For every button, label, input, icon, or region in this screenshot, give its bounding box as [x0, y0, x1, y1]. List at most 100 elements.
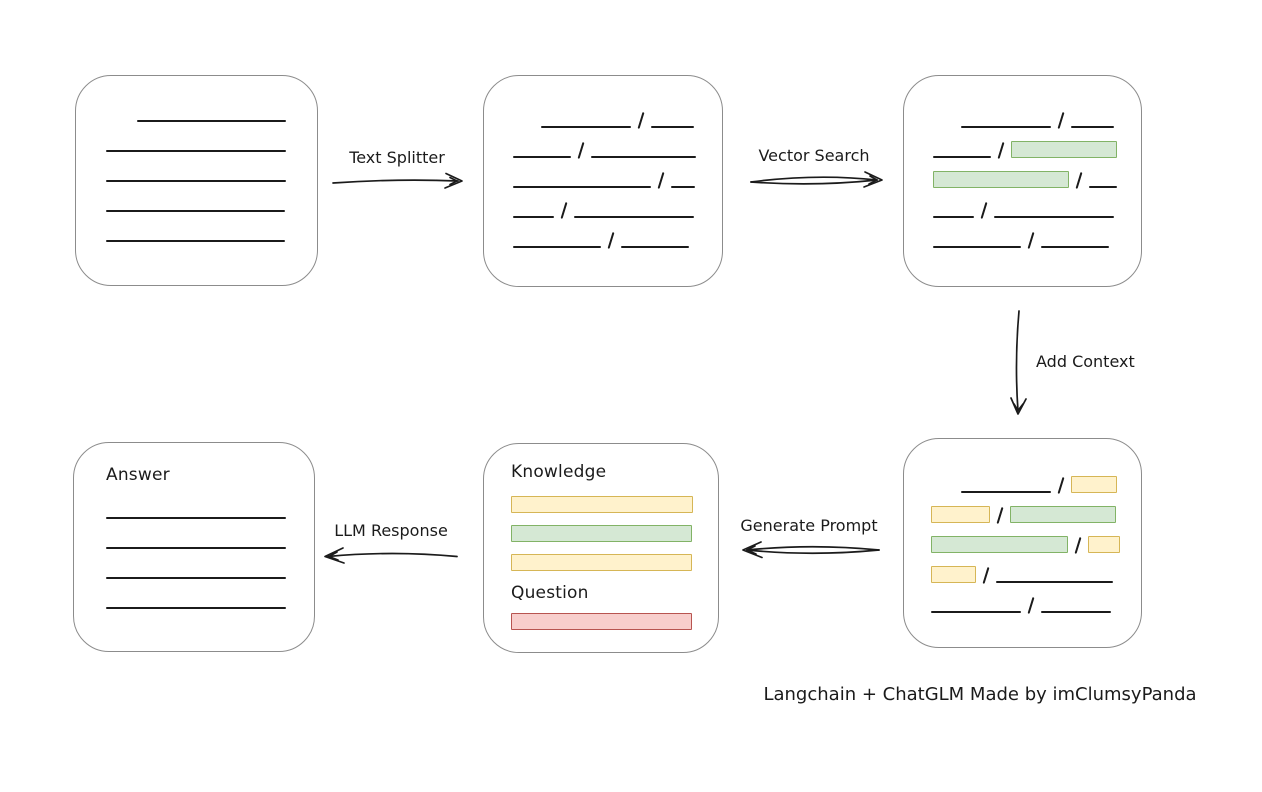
- vector-search-arrow: [750, 171, 883, 188]
- chunk-line: [1071, 126, 1115, 128]
- document-lines: [106, 120, 286, 242]
- chunk-highlight-green: [933, 171, 1069, 188]
- chunk-row: [933, 230, 1117, 249]
- chunk-row: [931, 505, 1120, 524]
- chunk-row: [513, 200, 696, 219]
- text-line: [106, 607, 286, 609]
- slash-separator: [997, 142, 1005, 159]
- chunk-line: [996, 581, 1114, 583]
- yellow-bar: [511, 496, 693, 513]
- chunk-row: [933, 200, 1117, 219]
- slash-separator: [1075, 172, 1083, 189]
- split-chunks-box: [483, 75, 723, 287]
- text-line: [106, 240, 285, 242]
- chunk-line: [933, 216, 974, 218]
- chunk-line: [961, 126, 1051, 128]
- chunk-row: [513, 140, 697, 159]
- slash-separator: [982, 567, 990, 584]
- text-line: [106, 150, 286, 152]
- green-bar: [511, 525, 692, 542]
- yellow-bar: [511, 554, 692, 571]
- chunk-line: [1041, 246, 1110, 248]
- slash-separator: [607, 232, 615, 249]
- chunk-line: [513, 246, 601, 248]
- prompt-box: Knowledge Question: [483, 443, 719, 653]
- chunk-line: [931, 611, 1021, 613]
- chunk-highlight-green: [931, 536, 1068, 553]
- slash-separator: [980, 202, 988, 219]
- text-line: [106, 517, 286, 519]
- chunk-line: [513, 156, 571, 158]
- chunk-line: [961, 491, 1051, 493]
- split-chunk-rows: [513, 110, 697, 249]
- source-document-box: [75, 75, 318, 286]
- chunk-row: [513, 170, 696, 189]
- chunk-line: [513, 216, 554, 218]
- chunk-line: [651, 126, 695, 128]
- chunk-line: [541, 126, 631, 128]
- answer-label: Answer: [106, 465, 170, 485]
- chunk-line: [671, 186, 696, 188]
- slash-separator: [996, 507, 1004, 524]
- text-line: [106, 180, 286, 182]
- text-splitter-arrow: [332, 172, 463, 189]
- chunk-line: [1089, 186, 1118, 188]
- knowledge-label: Knowledge: [511, 462, 607, 482]
- chunk-line: [621, 246, 690, 248]
- prompt-content: Knowledge Question: [511, 460, 693, 630]
- answer-lines: [106, 517, 286, 609]
- vector-search-label: Vector Search: [758, 146, 870, 165]
- chunk-line: [933, 246, 1021, 248]
- chunk-highlight-green: [1010, 506, 1117, 523]
- chunk-row: [961, 110, 1117, 129]
- chunk-line: [513, 186, 651, 188]
- context-chunks-box: [903, 438, 1142, 648]
- chunk-row: [933, 140, 1118, 159]
- add-context-arrow: [1010, 310, 1027, 415]
- chunk-row: [931, 535, 1121, 554]
- slash-separator: [1057, 112, 1065, 129]
- slash-separator: [1027, 597, 1035, 614]
- diagram-caption: Langchain + ChatGLM Made by imClumsyPand…: [763, 684, 1197, 705]
- red-bar: [511, 613, 692, 630]
- chunk-line: [1041, 611, 1112, 613]
- slash-separator: [657, 172, 665, 189]
- chunk-row: [931, 595, 1120, 614]
- llm-response-arrow: [324, 547, 458, 564]
- generate-prompt-arrow: [742, 541, 880, 559]
- text-splitter-label: Text Splitter: [349, 148, 445, 167]
- chunk-highlight-yellow: [1071, 476, 1118, 493]
- chunk-row: [541, 110, 696, 129]
- slash-separator: [1027, 232, 1035, 249]
- slash-separator: [560, 202, 568, 219]
- llm-response-label: LLM Response: [334, 521, 448, 540]
- chunk-line: [591, 156, 697, 158]
- chunk-row: [961, 475, 1120, 494]
- vector-search-results-box: [903, 75, 1142, 287]
- chunk-row: [933, 170, 1118, 189]
- slash-separator: [577, 142, 585, 159]
- knowledge-bars: [511, 496, 693, 571]
- answer-content: Answer: [106, 463, 286, 609]
- text-line: [106, 547, 286, 549]
- text-line: [106, 577, 286, 579]
- add-context-label: Add Context: [1036, 352, 1135, 371]
- context-chunk-rows: [931, 475, 1121, 614]
- question-label: Question: [511, 583, 589, 603]
- chunk-line: [933, 156, 991, 158]
- chunk-row: [931, 565, 1120, 584]
- chunk-highlight-green: [1011, 141, 1118, 158]
- generate-prompt-label: Generate Prompt: [740, 516, 878, 535]
- chunk-row: [513, 230, 696, 249]
- chunk-highlight-yellow: [1088, 536, 1121, 553]
- text-line: [106, 210, 285, 212]
- chunk-line: [994, 216, 1115, 218]
- chunk-line: [574, 216, 695, 218]
- chunk-highlight-yellow: [931, 506, 990, 523]
- slash-separator: [637, 112, 645, 129]
- chunk-highlight-yellow: [931, 566, 976, 583]
- text-line: [137, 120, 286, 122]
- answer-box: Answer: [73, 442, 315, 652]
- vector-match-rows: [933, 110, 1118, 249]
